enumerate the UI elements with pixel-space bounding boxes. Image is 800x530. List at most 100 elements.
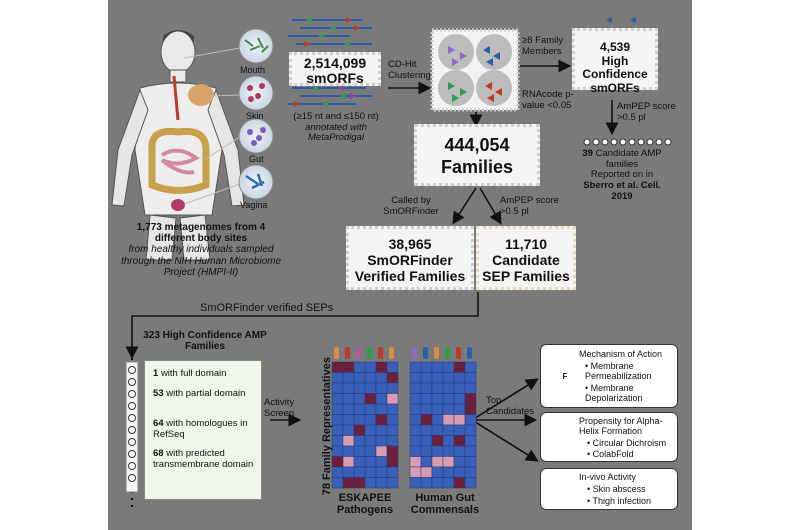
heatmap-cell: [353, 445, 366, 457]
heatmap-cell: [453, 414, 466, 426]
heatmap-cell: [353, 414, 366, 426]
heatmap-cell: [464, 382, 477, 394]
heatmap-cell: [431, 445, 444, 457]
heatmap-cell: [342, 466, 355, 478]
heatmap-cell: [386, 477, 399, 489]
heatmap-cell: [375, 414, 388, 426]
heatmap-cell: [375, 372, 388, 384]
heatmap-cell: [386, 424, 399, 436]
candidate-amp-year: 2019: [611, 190, 633, 202]
heatmap-cell: [342, 435, 355, 447]
heatmap-cell: [464, 403, 477, 415]
heatmap-cell: [442, 382, 455, 394]
heatmap-cell: [409, 361, 422, 373]
heatmap-cell: [453, 361, 466, 373]
clustering-label: CD-Hit Clustering: [388, 59, 431, 81]
heatmap-cell: [331, 414, 344, 426]
site-label-gut: Gut: [249, 154, 264, 164]
heatmap-cell: [375, 445, 388, 457]
heatmap-cell: [353, 382, 366, 394]
heatmap-cell: [464, 393, 477, 405]
heatmap-cell: [342, 372, 355, 384]
heatmap-cell: [442, 361, 455, 373]
heatmap-left-label: ESKAPEE Pathogens: [320, 492, 410, 517]
heatmap-cell: [453, 424, 466, 436]
activity-screen-label: Activity Screen: [264, 397, 295, 419]
families-count: 444,054: [444, 135, 510, 155]
heatmap-cell: [386, 456, 399, 468]
heatmap-cell: [409, 393, 422, 405]
heatmap-cell: [331, 424, 344, 436]
heatmap-cell: [442, 435, 455, 447]
filter-members-label: ≥8 Family Members: [522, 35, 564, 57]
heatmap-cell: [420, 466, 433, 478]
heatmap-left-line1: ESKAPEE: [338, 492, 392, 504]
heatmap-cell: [464, 435, 477, 447]
heatmap-cell: [342, 382, 355, 394]
heatmap-cell: [364, 435, 377, 447]
sep-count: 11,710: [504, 236, 548, 252]
metagenomes-title: 1,773 metagenomes from 4 different body …: [136, 222, 266, 245]
heatmap-cell: [420, 372, 433, 384]
heatmap-cell: [431, 372, 444, 384]
heatmap-cell: [453, 445, 466, 457]
heatmap-cell: [342, 403, 355, 415]
smorfs-note-range: (≥15 nt and ≤150 nt): [293, 111, 379, 122]
heatmap-cell: [342, 456, 355, 468]
smorfs-note: (≥15 nt and ≤150 nt) annotated with Meta…: [284, 111, 388, 144]
moa-item-1: • Membrane Depolarization: [585, 383, 643, 403]
high-conf-smorfs-count: 4,539: [599, 40, 631, 54]
heatmap-cell: [342, 393, 355, 405]
heatmap-cell: [409, 445, 422, 457]
verified-families-box: 38,965 SmORFinder Verified Families: [346, 226, 474, 290]
verified-line1: SmORFinder: [367, 252, 453, 268]
amp-item-0: 1 with full domain: [153, 368, 257, 380]
metagenomes-subtitle: from healthy individuals sampled through…: [120, 244, 282, 278]
moa-title: Mechanism of Action: [579, 349, 663, 359]
heatmap-cell: [431, 361, 444, 373]
heatmap-cell: [453, 466, 466, 478]
site-label-mouth: Mouth: [240, 65, 266, 75]
heatmap-cell: [364, 403, 377, 415]
heatmap-cell: [453, 372, 466, 384]
heatmap-cell: [331, 466, 344, 478]
representatives-label: 78 Family Representatives: [320, 357, 333, 496]
heatmap-cell: [386, 382, 399, 394]
heatmap-cell: [353, 466, 366, 478]
heatmap-cell: [331, 435, 344, 447]
amp-item-2: 64 with homologues in RefSeq: [153, 418, 257, 440]
verified-count: 38,965: [388, 236, 432, 252]
amp-item-2-text: with homologues in RefSeq: [153, 418, 248, 440]
heatmap-cell: [453, 456, 466, 468]
smorf-sequences-icon: [288, 17, 372, 107]
smorfs-box: 2,514,099 smORFs: [289, 52, 381, 86]
heatmap-cell: [464, 456, 477, 468]
helix-item-0: • Circular Dichroism: [587, 438, 667, 448]
candidate-amp-text: 39 Candidate AMP families Reported on in…: [574, 148, 670, 202]
invivo-item-0: • Skin abscess: [587, 484, 646, 494]
heatmap-cell: [431, 393, 444, 405]
family-list-strip: [125, 358, 139, 510]
heatmap-cell: [464, 372, 477, 384]
heatmap-cell: [331, 477, 344, 489]
invivo-item-1-text: Thigh infection: [592, 496, 652, 506]
heatmap-cell: [442, 456, 455, 468]
heatmap-cell: [431, 382, 444, 394]
heatmap-cell: [342, 414, 355, 426]
moa-item-0-text: Membrane Permeabilization: [585, 361, 652, 381]
heatmap-cell: [420, 414, 433, 426]
heatmap-cell: [420, 403, 433, 415]
sep-line1: Candidate: [492, 252, 560, 268]
heatmap-cell: [353, 424, 366, 436]
heatmap-cell: [386, 445, 399, 457]
heatmap-cell: [353, 435, 366, 447]
amp-item-1-text: with partial domain: [166, 388, 246, 399]
branch-left-label: Called by SmORFinder: [383, 195, 439, 217]
rnacode-label: RNAcode p-value <0.05: [522, 89, 574, 111]
human-body-icon: [111, 30, 245, 261]
heatmap-cell: [420, 445, 433, 457]
in-vivo-activity-box: In-vivo Activity • Skin abscess • Thigh …: [540, 468, 678, 510]
smorfs-note-annotated: annotated with: [305, 121, 367, 133]
